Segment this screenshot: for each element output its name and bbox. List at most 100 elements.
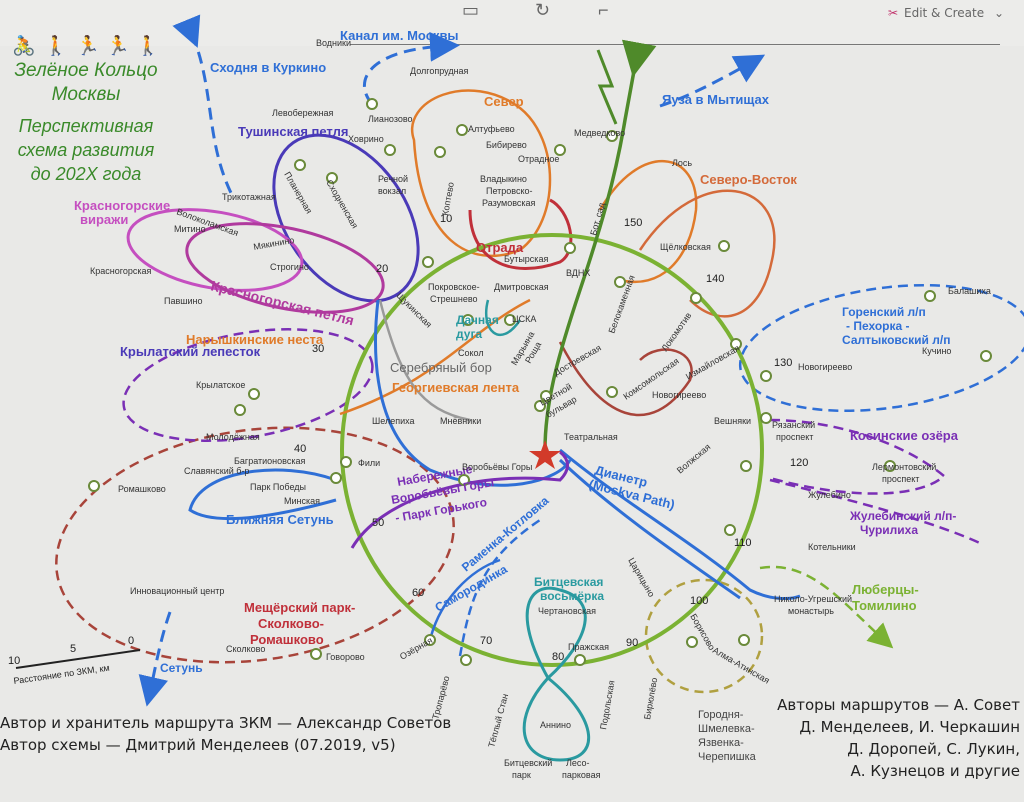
station-label: Тёплый Стан: [486, 693, 510, 749]
station-label: парк: [512, 770, 531, 780]
station-label: Стрешнево: [430, 294, 478, 304]
station-label: Владыкино: [480, 174, 527, 184]
toolbar-strip: ▭ ↻ ⌐ ✂Edit & Create ⌄: [0, 0, 1024, 46]
distance-marker: 10: [440, 213, 452, 225]
station-label: Лесо-: [566, 758, 590, 768]
route-label-sever: Север: [484, 94, 524, 109]
station-label: Лось: [672, 158, 692, 168]
station-label: Волжская: [675, 442, 713, 476]
route-label-gorensky: Горенский л/п: [842, 305, 926, 319]
route-tushinskaya: [272, 133, 420, 303]
route-label-krylatsky: Крылатский лепесток: [120, 344, 261, 359]
station-markers: [88, 98, 992, 666]
route-labels: Сходня в Куркино Канал им. Москвы Яуза в…: [74, 28, 959, 763]
station-label: монастырь: [788, 606, 834, 616]
route-serebryany: [378, 299, 471, 422]
header-rule: [350, 44, 1000, 45]
crop-icon[interactable]: ⌐: [598, 0, 609, 20]
center-star: [529, 440, 561, 469]
station-label: Бибирево: [486, 140, 527, 150]
station-label: Рязанский: [772, 420, 815, 430]
distance-marker: 140: [706, 273, 724, 285]
document-icon[interactable]: ▭: [462, 0, 480, 20]
route-label-serebryany: Серебряный бор: [390, 360, 492, 375]
station-label: Петровско-: [486, 186, 533, 196]
station-label: Багратионовская: [234, 456, 305, 466]
station-label: Чертановская: [538, 606, 596, 616]
distance-marker: 20: [376, 263, 388, 275]
station-label: Павшино: [164, 296, 202, 306]
station-label: Мякинино: [253, 235, 295, 252]
station-label: Аннино: [540, 720, 571, 730]
map-title: Зелёное Кольцо Москвы Перспективная схем…: [14, 60, 157, 184]
distance-marker: 80: [552, 651, 564, 663]
route-label-gorensky: - Пехорка -: [846, 319, 910, 333]
distance-marker: 130: [774, 357, 792, 369]
station-label: Подольская: [598, 679, 617, 730]
station-label: Театральная: [564, 432, 618, 442]
route-yauza: [659, 54, 766, 108]
activity-icons: 🚴 🚶 🏃 🏃 🚶: [12, 34, 160, 57]
station-label: парковая: [562, 770, 601, 780]
station-label: Бутырская: [504, 254, 548, 264]
route-otrada: [468, 198, 573, 270]
runner-icon: 🏃: [106, 34, 130, 57]
author-line: Автор схемы — Дмитрий Менделеев (07.2019…: [0, 736, 396, 754]
route-label-meshchersky: Мещёрский парк-: [244, 600, 355, 615]
station-label: Славянский б-р: [184, 466, 249, 476]
title-line: Зелёное Кольцо: [14, 60, 157, 81]
route-gorodnya: [644, 578, 764, 694]
route-label-yauza: Яуза в Мытищах: [662, 92, 770, 107]
route-krasnogorskie: [126, 208, 304, 292]
station-label: Покровское-: [428, 282, 480, 292]
station-label: Долгопрудная: [410, 66, 469, 76]
route-label-dachnaya: дуга: [456, 327, 482, 341]
route-severo-vostok-1: [598, 159, 698, 284]
station-label: Строгино: [270, 262, 309, 272]
route-naberezhnye: [350, 450, 569, 549]
distance-marker: 40: [294, 443, 306, 455]
route-label-otrada: Отрада: [476, 240, 524, 255]
route-label-krasnogorskie: Красногорские: [74, 198, 170, 213]
route-label-bitsevskaya: восьмёрка: [540, 589, 604, 603]
route-gorensky: [738, 283, 1024, 413]
station-label: вокзал: [378, 186, 406, 196]
author-credits: Автор и хранитель маршрута ЗКМ — Алексан…: [0, 712, 451, 756]
route-kanal: [362, 31, 460, 105]
station-label: Озёрная: [398, 635, 434, 662]
route-label-setun: Сетунь: [160, 661, 203, 675]
station-label: Сокол: [458, 348, 484, 358]
route-dianetr-a: [559, 448, 801, 600]
distance-marker: 60: [412, 587, 424, 599]
route-label-meshchersky: Сколково-: [258, 616, 324, 631]
station-label: Воробьёвы Горы: [462, 462, 532, 472]
station-label: Ховрино: [348, 134, 384, 144]
route-label-georgievskaya: Георгиевская лента: [392, 380, 520, 395]
title-line: Москвы: [52, 84, 121, 105]
route-zhulebinsky: [769, 478, 983, 546]
route-dianetr-b: [558, 458, 741, 600]
subtitle-line: Перспективная: [19, 116, 154, 136]
station-label: Новогиреево: [652, 390, 706, 400]
route-zigzag: [596, 49, 618, 125]
station-label: ЦСКА: [512, 314, 536, 324]
distance-marker: 150: [624, 217, 642, 229]
distance-marker: 70: [480, 635, 492, 647]
distance-marker: 110: [734, 537, 752, 549]
distance-marker: 50: [372, 517, 384, 529]
scale-tick: 0: [128, 635, 134, 647]
station-label: Котельники: [808, 542, 856, 552]
route-meshchersky: [55, 426, 455, 664]
refresh-icon[interactable]: ↻: [535, 0, 551, 20]
route-label-gorodnya: Городня-: [698, 709, 744, 721]
station-label: Жулебино: [808, 490, 851, 500]
station-label: Молодёжная: [206, 432, 260, 442]
edit-create-button[interactable]: ✂Edit & Create ⌄: [888, 6, 1004, 20]
station-label: Митино: [174, 224, 206, 234]
station-label: Мнёвники: [440, 416, 481, 426]
route-label-kosinskie: Косинские озёра: [850, 428, 959, 443]
station-label: Парк Победы: [250, 482, 306, 492]
distance-marker: 90: [626, 637, 638, 649]
runner-icon: 🏃: [76, 34, 100, 57]
